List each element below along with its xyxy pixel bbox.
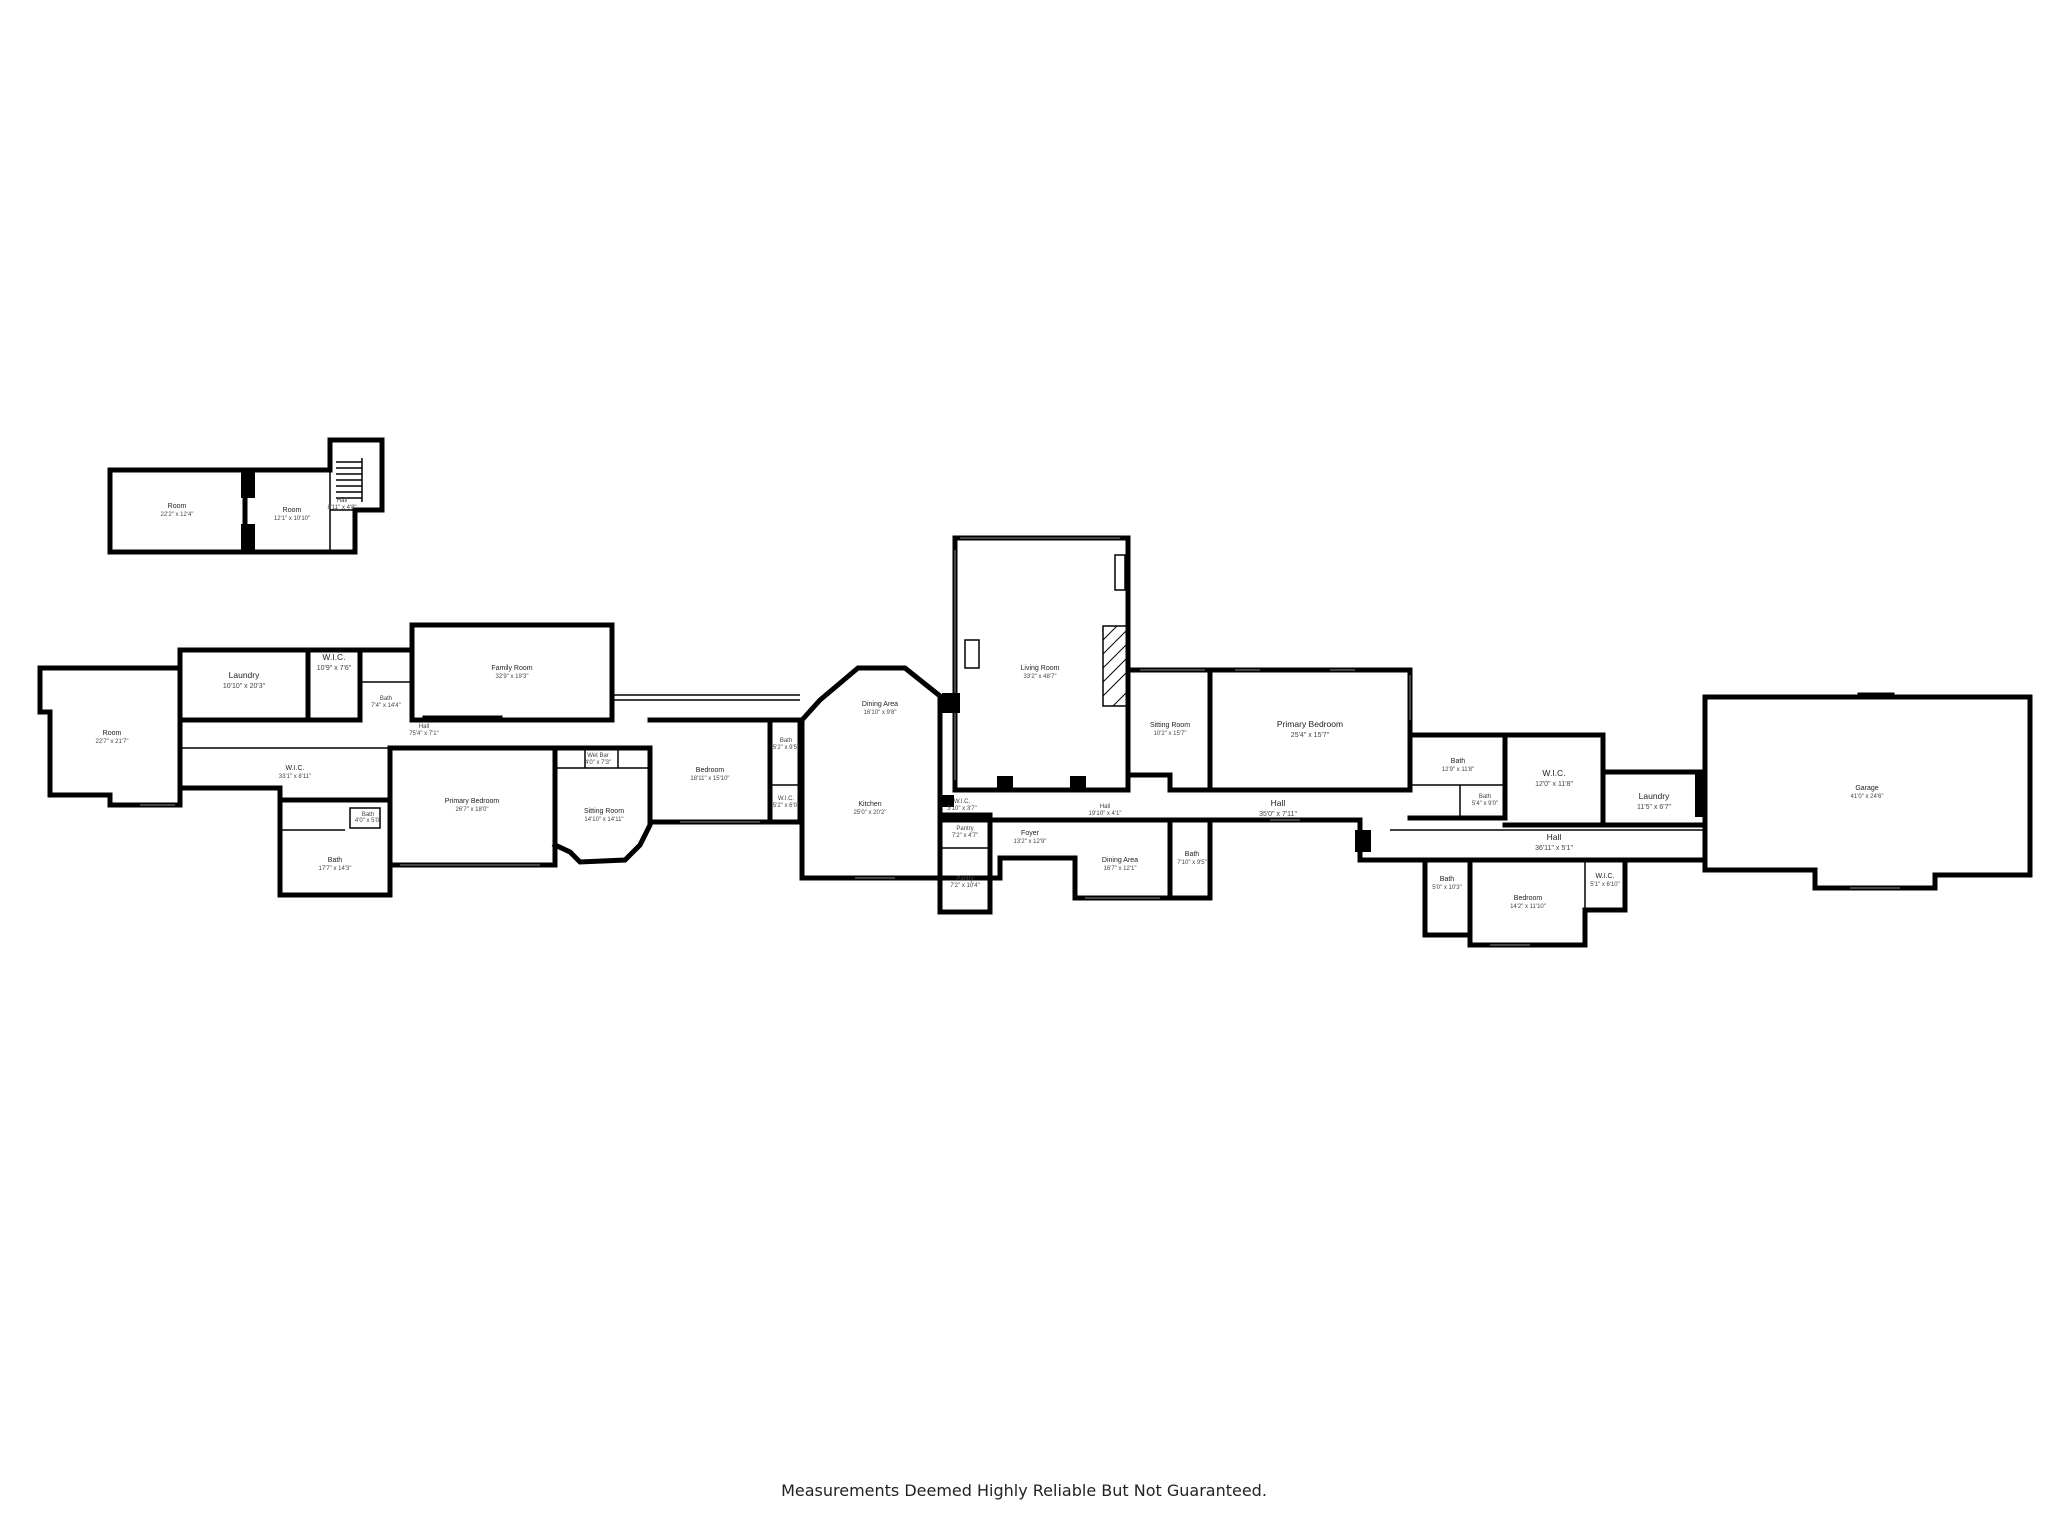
room-label: W.I.C. <box>778 796 795 802</box>
room-label: Garage <box>1855 785 1878 792</box>
room-dims: 4'0" x 5'0" <box>355 818 381 824</box>
room-label: Living Room <box>1021 665 1060 672</box>
room-dims: 11'5" x 6'7" <box>1637 804 1671 811</box>
room-dims: 5'0" x 10'3" <box>1432 885 1462 891</box>
room-dims: 26'7" x 18'0" <box>456 807 489 813</box>
room-dims: 19'10" x 4'1" <box>1089 811 1122 817</box>
room-label: Bath <box>1479 794 1491 800</box>
room-label: Bath <box>1440 876 1455 883</box>
room-dims: 12'9" x 11'8" <box>1442 767 1474 773</box>
room-label: Bedroom <box>696 767 725 774</box>
room-label: Kitchen <box>858 801 881 808</box>
room-label: Bath <box>328 857 343 864</box>
room-dims: 5'4" x 9'0" <box>1472 801 1498 807</box>
room-dims: 16'7" x 12'1" <box>1104 866 1137 872</box>
room-dims: 33'1" x 8'11" <box>279 774 311 780</box>
room-label: Sitting Room <box>1150 722 1190 729</box>
room-label: Room <box>103 730 122 737</box>
room-dims: 41'0" x 24'6" <box>1851 794 1884 800</box>
room-labels: Room 22'2" x 12'4" Room 12'1" x 10'10" H… <box>96 498 1884 910</box>
room-dims: 17'7" x 14'3" <box>319 866 352 872</box>
upper-stairs <box>336 458 363 502</box>
room-label: Room <box>168 503 187 510</box>
room-dims: 8'11" x 4'8" <box>327 505 356 511</box>
room-label: Primary Bedroom <box>445 798 500 805</box>
room-dims: 10'10" x 20'3" <box>223 683 266 690</box>
east-wing-walls <box>1129 667 2033 948</box>
room-dims: 7'2" x 4'7" <box>952 833 978 839</box>
room-dims: 5'2" x 9'5" <box>773 745 799 751</box>
room-label: Hall <box>1271 798 1286 808</box>
room-label: Hall <box>1100 804 1110 810</box>
room-label: Wet Bar <box>587 753 609 759</box>
room-dims: 35'0" x 7'11" <box>1259 811 1297 818</box>
west-wing-walls <box>37 622 805 898</box>
fireplace <box>1102 625 1129 707</box>
room-label: Bath <box>380 696 392 702</box>
room-label: Hall <box>1547 832 1562 842</box>
room-dims: 10'9" x 7'6" <box>317 665 352 672</box>
room-dims: 13'2" x 12'9" <box>1014 839 1047 845</box>
room-label: Laundry <box>1639 791 1670 801</box>
room-dims: 7'4" x 14'4" <box>371 703 401 709</box>
room-label: Bath <box>780 738 792 744</box>
room-label: Dining Area <box>862 701 898 708</box>
room-label: Pantry <box>956 876 973 882</box>
upper-unit-walls <box>107 437 385 555</box>
room-label: Pantry <box>956 826 973 832</box>
room-dims: 25'0" x 20'2" <box>854 810 887 816</box>
room-dims: 3'10" x 3'7" <box>947 806 977 812</box>
room-label: Primary Bedroom <box>1277 719 1343 729</box>
room-dims: 10'2" x 15'7" <box>1154 731 1187 737</box>
room-label: Bedroom <box>1514 895 1543 902</box>
room-label: W.I.C. <box>285 765 304 772</box>
center-walls <box>798 535 1181 915</box>
room-label: Hall <box>419 724 429 730</box>
room-dims: 14'10" x 14'11" <box>584 817 623 823</box>
room-dims: 32'9" x 19'3" <box>496 674 529 680</box>
room-label: Foyer <box>1021 830 1040 837</box>
room-label: Bath <box>362 812 374 818</box>
room-label: Room <box>283 507 302 514</box>
room-dims: 7'2" x 10'4" <box>950 883 980 889</box>
room-label: Family Room <box>491 665 532 672</box>
room-dims: 22'7" x 21'7" <box>96 739 129 745</box>
room-dims: 75'4" x 7'1" <box>409 731 439 737</box>
room-label: Bath <box>1185 851 1200 858</box>
room-dims: 16'10" x 9'8" <box>864 710 897 716</box>
room-label: W.I.C. <box>322 652 345 662</box>
room-label: Hall <box>337 498 347 504</box>
room-dims: 5'2" x 6'0" <box>773 803 799 809</box>
room-dims: 5'1" x 6'10" <box>1590 882 1620 888</box>
room-label: Laundry <box>229 670 260 680</box>
room-label: Sitting Room <box>584 808 624 815</box>
room-dims: 14'2" x 11'10" <box>1510 904 1546 910</box>
room-dims: 33'2" x 48'7" <box>1024 674 1057 680</box>
room-dims: 7'10" x 9'5" <box>1177 860 1207 866</box>
room-label: Bath <box>1451 758 1466 765</box>
room-label: Dining Area <box>1102 857 1138 864</box>
room-label: W.I.C. <box>1542 768 1565 778</box>
disclaimer: Measurements Deemed Highly Reliable But … <box>781 1481 1267 1500</box>
room-dims: 12'0" x 11'8" <box>1535 781 1573 788</box>
room-dims: 18'11" x 15'10" <box>690 776 729 782</box>
room-dims: 12'1" x 10'10" <box>274 516 310 522</box>
room-dims: 22'2" x 12'4" <box>161 512 194 518</box>
room-label: W.I.C. <box>954 799 971 805</box>
room-dims: 25'4" x 15'7" <box>1291 732 1330 739</box>
room-label: W.I.C. <box>1595 873 1614 880</box>
room-dims: 36'11" x 5'1" <box>1535 845 1573 852</box>
room-dims: 4'0" x 7'3" <box>585 760 611 766</box>
